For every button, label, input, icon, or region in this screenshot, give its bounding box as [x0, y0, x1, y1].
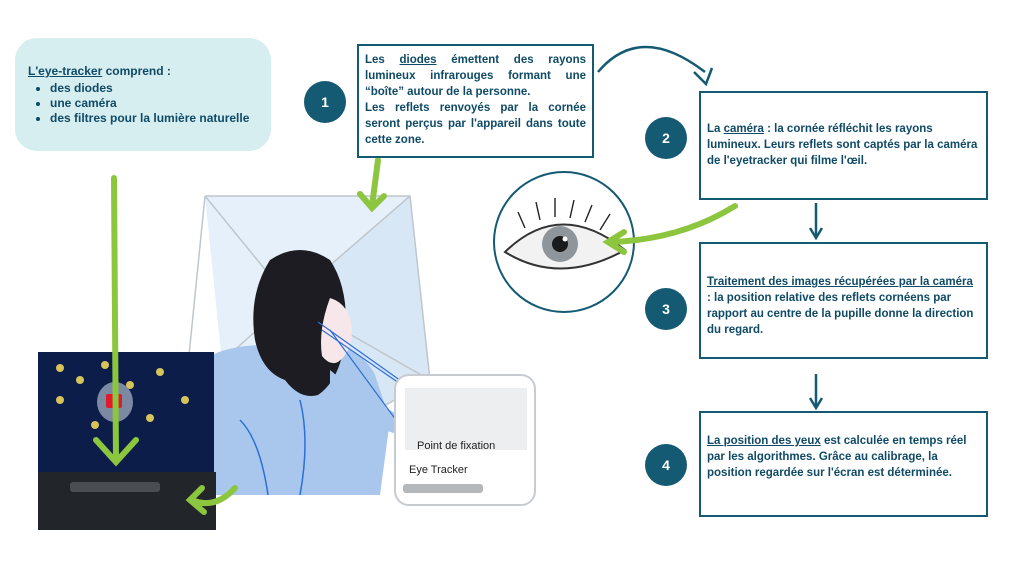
person-outline	[239, 399, 306, 496]
eyelashes	[517, 198, 611, 231]
person-hair-shape	[253, 250, 346, 396]
list-item: des diodes	[50, 81, 261, 95]
step-1-text: émettent des rayons lumineux infrarouges…	[365, 54, 586, 98]
step-1-number: 1	[304, 81, 346, 123]
step-2-text: : la cornée réfléchit les rayons lumineu…	[707, 123, 978, 167]
step-4-box: La position des yeux est calculée en tem…	[699, 411, 988, 517]
arrow-1-to-2	[597, 45, 706, 73]
laptop-tracker-bar	[70, 482, 160, 492]
step-1-pre: Les	[365, 54, 400, 66]
step-2-box: La caméra : la cornée réfléchit les rayo…	[699, 91, 988, 200]
step-3-text: : la position relative des reflets corné…	[707, 292, 974, 336]
step-3-number: 3	[645, 288, 687, 330]
components-title-keyword: L'eye-tracker	[28, 64, 103, 78]
laptop-icons	[56, 361, 189, 429]
green-arrow-laptop	[111, 175, 119, 463]
eye-tracker-components-bubble: L'eye-tracker comprend : des diodes une …	[15, 38, 271, 151]
step-3-box: Traitement des images récupérées par la …	[699, 242, 988, 359]
step-4-number: 4	[645, 444, 687, 486]
reflection	[562, 236, 568, 242]
tracker-bar	[403, 484, 483, 493]
green-arrows	[93, 157, 738, 515]
tablet-screen	[405, 388, 527, 450]
step-3-keyword: Traitement des images récupérées par la …	[707, 276, 973, 288]
green-arrow-diodes	[369, 157, 381, 209]
fixation-label: Point de fixation	[417, 440, 496, 452]
step-4-text: est calculée en temps réel par les algor…	[707, 435, 967, 479]
list-item: une caméra	[50, 96, 261, 110]
person-face-shape	[321, 298, 352, 364]
step-1-keyword: diodes	[399, 54, 437, 66]
green-arrow-camera	[607, 203, 738, 245]
flow-arrows	[597, 45, 824, 411]
laptop-base	[38, 472, 216, 530]
step-2-pre: La	[707, 123, 724, 135]
step-2-keyword: caméra	[723, 123, 764, 135]
step-1-box: Les diodes émettent des rayons lumineux …	[357, 44, 594, 158]
step-4-keyword: La position des yeux	[707, 435, 821, 447]
step-2-number: 2	[645, 117, 687, 159]
tracker-label: Eye Tracker	[409, 464, 468, 476]
list-item: des filtres pour la lumière naturelle	[50, 111, 261, 125]
components-list: des diodes une caméra des filtres pour l…	[28, 81, 261, 125]
components-title-suffix: comprend :	[102, 64, 171, 78]
step-1-text2: Les reflets renvoyés par la cornée seron…	[365, 102, 586, 146]
components-title: L'eye-tracker comprend :	[28, 64, 261, 78]
